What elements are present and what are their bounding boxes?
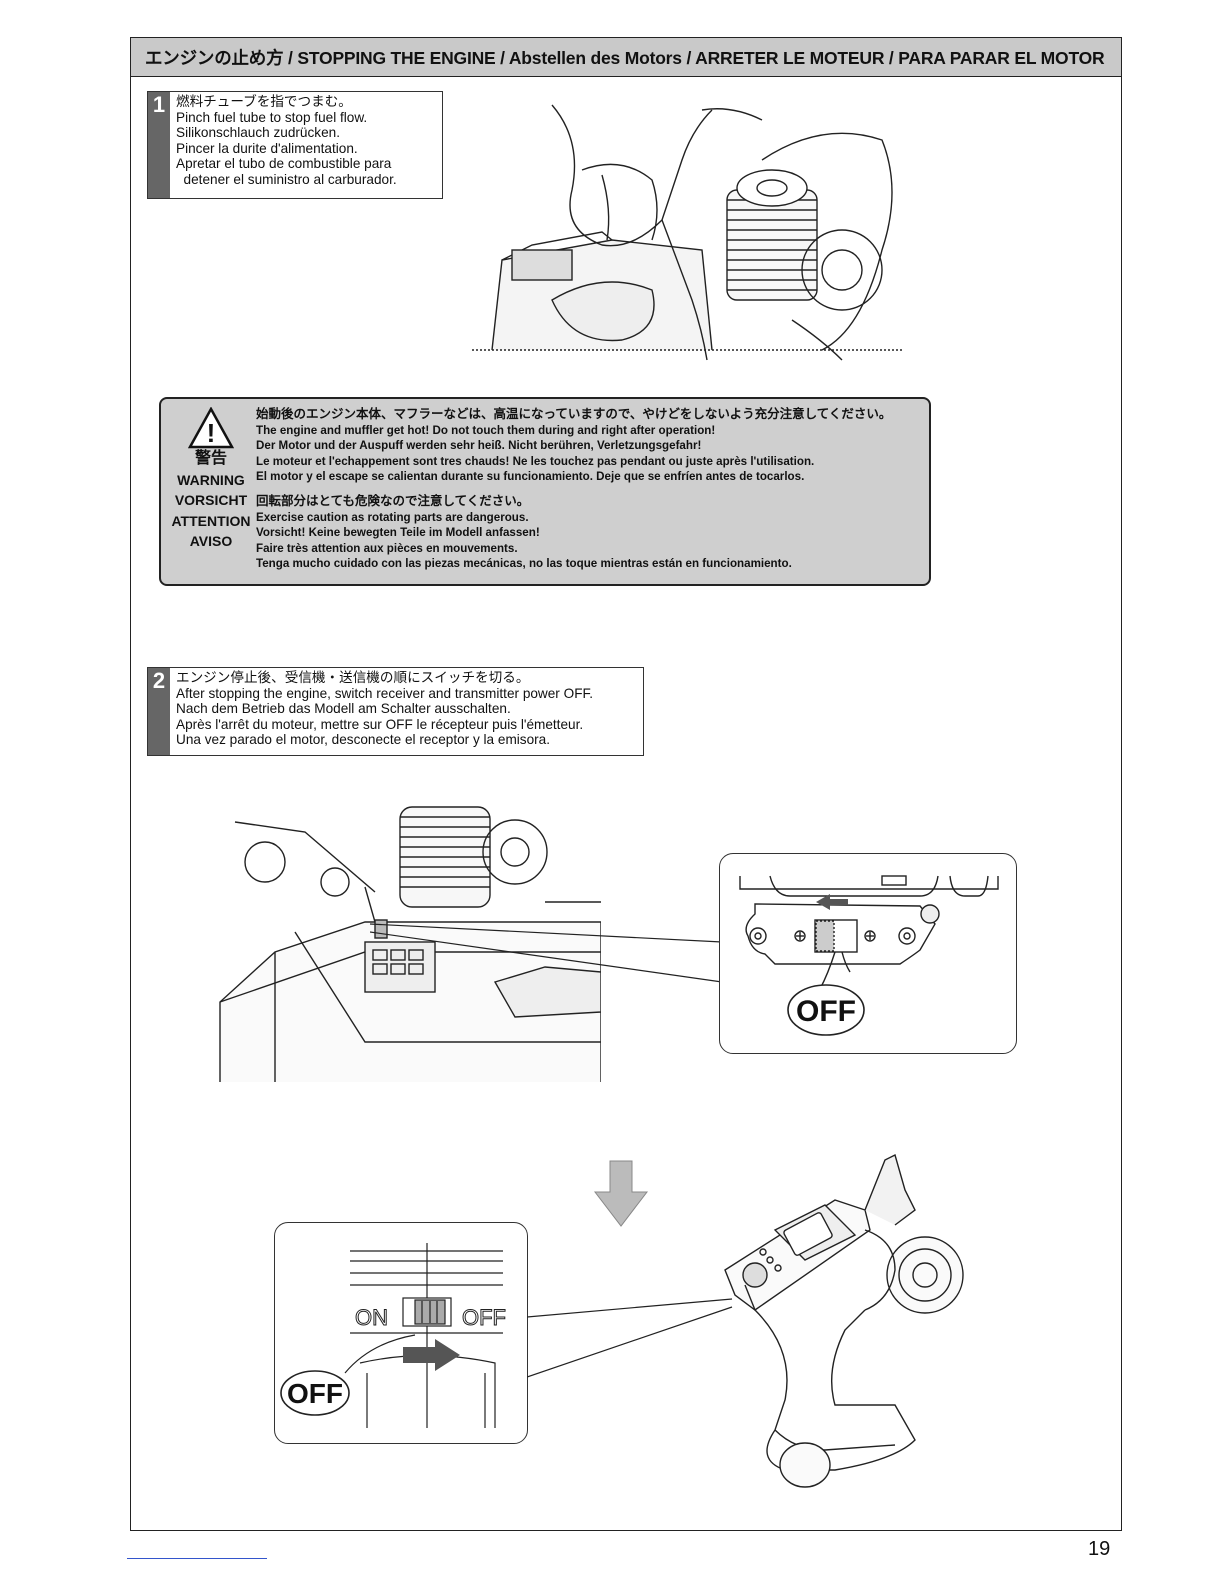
transmitter-switch-drawing: ON OFF OFF	[280, 1243, 507, 1428]
chassis-receiver-illustration	[219, 806, 601, 1082]
step-1-number: 1	[148, 92, 170, 198]
warning-line: Le moteur et l'echappement sont tres cha…	[256, 454, 815, 468]
warning-label: AVISO	[189, 533, 233, 549]
receiver-switch-drawing: OFF	[739, 875, 999, 1036]
warning-label: VORSICHT	[174, 492, 248, 508]
step-2-line: Nach dem Betrieb das Modell am Schalter …	[176, 701, 511, 717]
down-arrow-icon	[593, 1160, 649, 1227]
transmitter-switch-callout: ON OFF OFF	[274, 1222, 528, 1444]
warning-line: 始動後のエンジン本体、マフラーなどは、高温になっていますので、やけどをしないよう…	[256, 407, 892, 421]
footer-link-line	[127, 1558, 267, 1559]
step-2-line: エンジン停止後、受信機・送信機の順にスイッチを切る。	[176, 670, 530, 685]
receiver-off-label: OFF	[796, 995, 856, 1028]
warning-line: El motor y el escape se calientan durant…	[256, 470, 805, 484]
step-1-line: Pincer la durite d'alimentation.	[176, 140, 358, 156]
step-1-box: 1 燃料チューブを指でつまむ。 Pinch fuel tube to stop …	[147, 91, 443, 199]
warning-label: ATTENTION	[171, 512, 251, 529]
warning-box: ! 警告 WARNING VORSICHT ATTENTION AVISO 始動…	[159, 397, 931, 586]
step-1-line: 燃料チューブを指でつまむ。	[176, 94, 352, 109]
step-2-line: Una vez parado el motor, desconecte el r…	[176, 732, 551, 748]
transmitter-callout-lines	[527, 1298, 733, 1378]
step-1-text: 燃料チューブを指でつまむ。 Pinch fuel tube to stop fu…	[170, 92, 403, 198]
page-number: 19	[1088, 1538, 1111, 1560]
warning-label: WARNING	[177, 471, 245, 488]
receiver-callout-lines	[370, 923, 723, 983]
transmitter-off-label: OFF	[287, 1378, 343, 1409]
warning-line: Exercise caution as rotating parts are d…	[256, 510, 529, 524]
step-2-line: After stopping the engine, switch receiv…	[176, 685, 594, 701]
warning-triangle-icon: !	[188, 407, 234, 449]
step-1-line: detener el suministro al carburador.	[176, 171, 397, 187]
page-title-text: エンジンの止め方 / STOPPING THE ENGINE / Abstell…	[145, 47, 1105, 68]
step-2-number: 2	[148, 668, 170, 755]
transmitter-illustration	[724, 1153, 964, 1488]
step-2-text: エンジン停止後、受信機・送信機の順にスイッチを切る。 After stoppin…	[170, 668, 599, 755]
step-2-line: Après l'arrêt du moteur, mettre sur OFF …	[176, 716, 584, 732]
warning-symbol: !	[207, 418, 216, 448]
warning-line: The engine and muffler get hot! Do not t…	[256, 423, 716, 437]
warning-line: Der Motor und der Auspuff werden sehr he…	[256, 439, 702, 453]
pinch-fuel-tube-illustration	[472, 104, 902, 361]
step-1-line: Silikonschlauch zudrücken.	[176, 125, 340, 141]
warning-line: Faire très attention aux pièces en mouve…	[256, 541, 518, 555]
step-1-line: Pinch fuel tube to stop fuel flow.	[176, 109, 368, 125]
warning-line: 回転部分はとても危険なので注意してください。	[256, 493, 530, 508]
receiver-switch-callout: OFF	[719, 853, 1017, 1054]
warning-text: 始動後のエンジン本体、マフラーなどは、高温になっていますので、やけどをしないよう…	[256, 407, 891, 572]
page-title: エンジンの止め方 / STOPPING THE ENGINE / Abstell…	[130, 37, 1122, 77]
step-2-box: 2 エンジン停止後、受信機・送信機の順にスイッチを切る。 After stopp…	[147, 667, 644, 756]
transmitter-switch-off-label: OFF	[462, 1305, 506, 1330]
warning-label-jp: 警告	[194, 450, 227, 467]
warning-line: Vorsicht! Keine bewegten Teile im Modell…	[256, 526, 540, 540]
warning-labels: ! 警告 WARNING VORSICHT ATTENTION AVISO	[167, 405, 255, 552]
transmitter-on-label: ON	[355, 1305, 388, 1330]
step-1-line: Apretar el tubo de combustible para	[176, 156, 392, 172]
warning-line: Tenga mucho cuidado con las piezas mecán…	[256, 557, 792, 571]
